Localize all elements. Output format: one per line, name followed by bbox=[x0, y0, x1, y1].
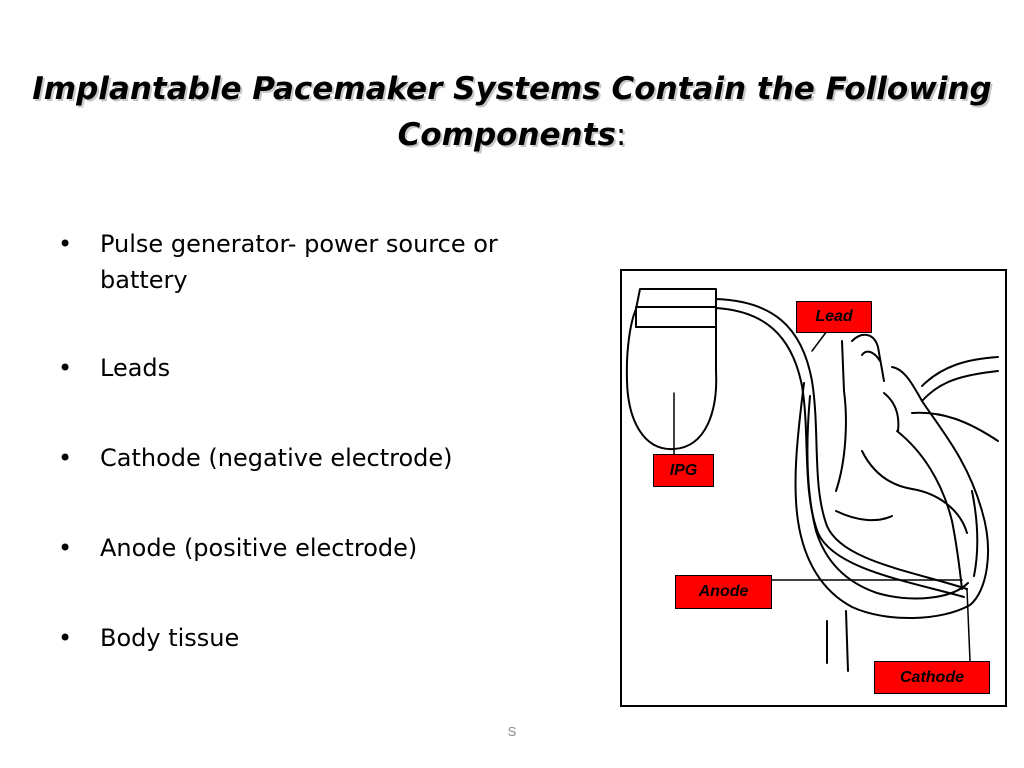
bullet-item-pulse-generator: • Pulse generator- power source or batte… bbox=[58, 226, 588, 298]
bullet-icon: • bbox=[58, 354, 73, 382]
bullet-text: Anode (positive electrode) bbox=[100, 534, 418, 562]
label-leader-lines bbox=[673, 318, 971, 662]
bullet-item-body-tissue: • Body tissue bbox=[58, 620, 588, 656]
bullet-icon: • bbox=[58, 444, 73, 472]
bullet-list: • Pulse generator- power source or batte… bbox=[58, 226, 588, 656]
bullet-item-anode: • Anode (positive electrode) bbox=[58, 530, 588, 566]
bullet-icon: • bbox=[58, 534, 73, 562]
bullet-text: Body tissue bbox=[100, 624, 240, 652]
bullet-text: Cathode (negative electrode) bbox=[100, 444, 453, 472]
pacemaker-heart-illustration bbox=[625, 288, 999, 672]
callout-ipg: IPG bbox=[653, 454, 714, 487]
slide-title: Implantable Pacemaker Systems Contain th… bbox=[0, 66, 1024, 158]
bullet-item-leads: • Leads bbox=[58, 350, 588, 386]
callout-lead: Lead bbox=[796, 301, 872, 333]
bullet-text: Pulse generator- power source or battery bbox=[100, 230, 498, 294]
title-line-1: Implantable Pacemaker Systems Contain th… bbox=[32, 71, 992, 107]
title-colon: : bbox=[615, 117, 627, 153]
pacemaker-diagram: Lead IPG Anode Cathode bbox=[620, 269, 1007, 707]
title-line-2: Components: bbox=[0, 112, 1024, 158]
pulse-generator-drawing bbox=[625, 288, 718, 451]
bullet-icon: • bbox=[58, 230, 73, 258]
bullet-item-cathode: • Cathode (negative electrode) bbox=[58, 440, 588, 476]
bullet-text: Leads bbox=[100, 354, 171, 382]
footer-text: S bbox=[507, 724, 517, 739]
callout-anode: Anode bbox=[675, 575, 772, 609]
bullet-icon: • bbox=[58, 624, 73, 652]
callout-cathode: Cathode bbox=[874, 661, 990, 694]
heart-drawing bbox=[794, 333, 999, 672]
title-line-2-text: Components bbox=[397, 117, 616, 153]
